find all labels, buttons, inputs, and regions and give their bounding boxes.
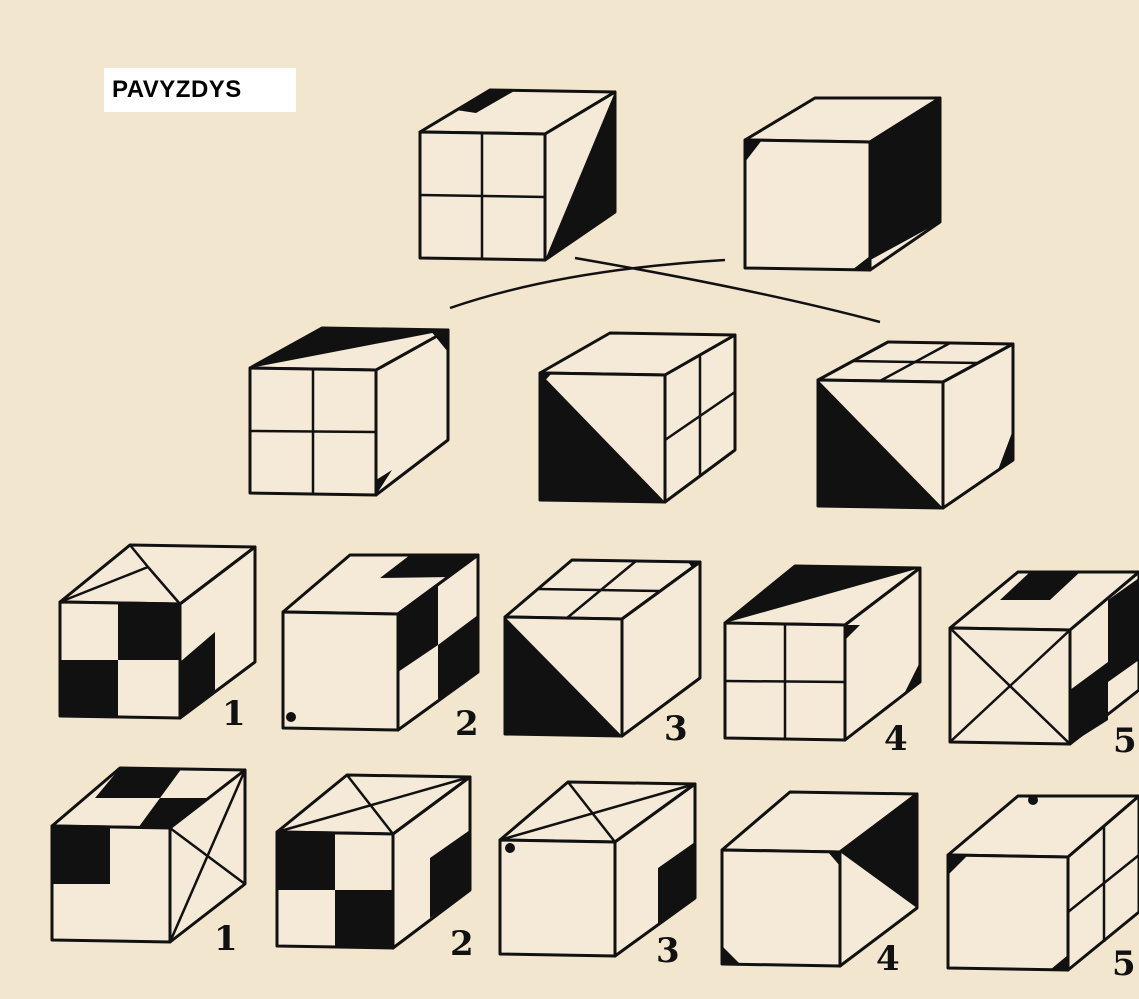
row2-label-5: 5 <box>1112 944 1136 984</box>
row2-label-2: 2 <box>450 924 474 964</box>
row1-cube-1[interactable] <box>60 545 255 718</box>
row1-label-2: 2 <box>455 704 479 744</box>
example-cube-middle-3 <box>818 342 1013 508</box>
row2-label-3: 3 <box>656 931 680 971</box>
row2-cube-5[interactable] <box>948 795 1139 970</box>
example-cube-right <box>745 98 940 270</box>
row1-label-3: 3 <box>664 709 688 749</box>
example-cube-middle-1 <box>250 328 448 495</box>
row2-cube-1[interactable] <box>52 768 245 942</box>
answer-row-1: 1 2 3 <box>60 545 1139 761</box>
row1-label-1: 1 <box>222 694 246 734</box>
row1-label-4: 4 <box>884 719 908 759</box>
example-cube-middle-2 <box>540 333 735 502</box>
row1-cube-5[interactable] <box>950 572 1139 744</box>
row2-cube-2[interactable] <box>277 775 470 948</box>
row2-label-1: 1 <box>214 919 238 959</box>
row1-label-5: 5 <box>1113 721 1137 761</box>
answer-row-2: 1 2 3 <box>52 768 1139 984</box>
row2-label-4: 4 <box>876 939 900 979</box>
row1-cube-2[interactable] <box>283 555 478 730</box>
row1-cube-4[interactable] <box>725 566 920 740</box>
example-cube-left <box>420 90 615 260</box>
row2-cube-3[interactable] <box>500 782 695 956</box>
